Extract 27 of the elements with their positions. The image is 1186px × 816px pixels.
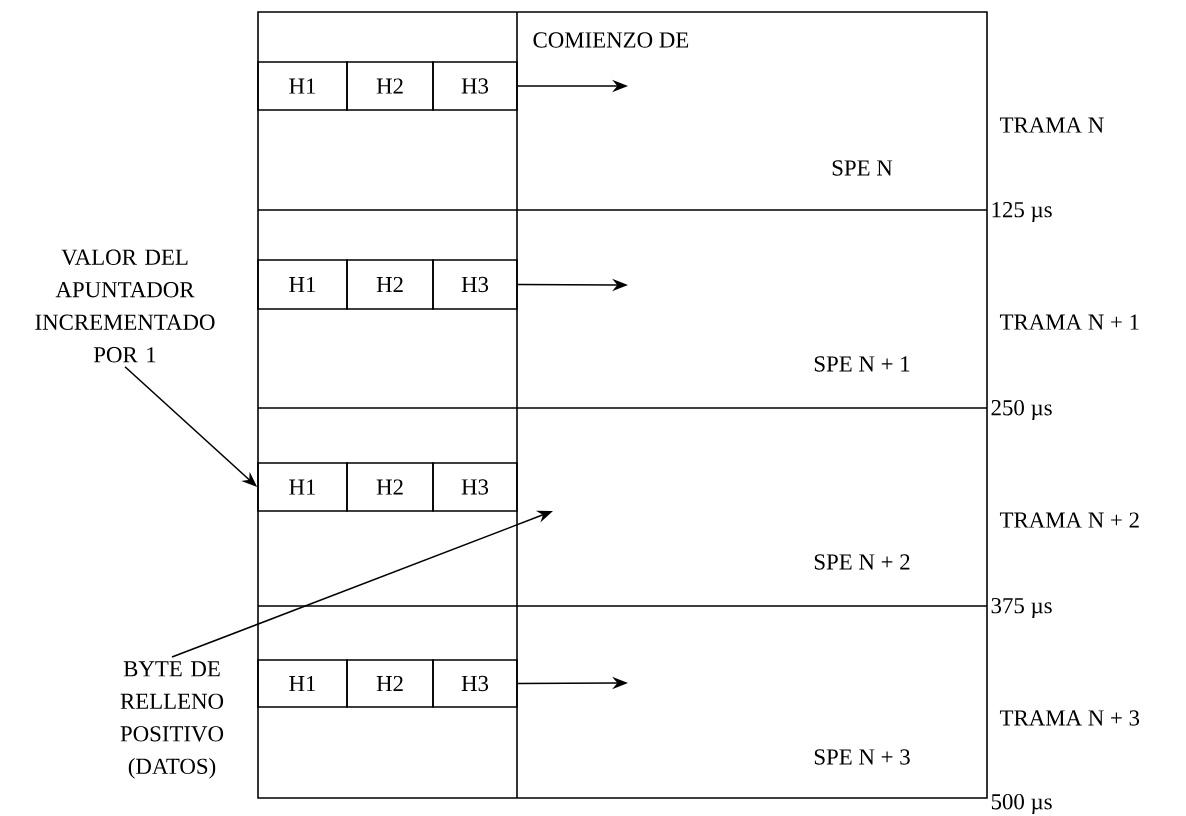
time-mark: 500 µs [991, 793, 1052, 814]
header-cell: H2 [346, 659, 434, 708]
header-cell: H3 [432, 659, 518, 708]
payload-label: SPE N [832, 160, 893, 176]
header-cell: H1 [257, 462, 348, 512]
frame-label: TRAMA N + 3 [999, 710, 1140, 726]
time-mark: 375 µs [991, 598, 1052, 618]
header-cell: H3 [432, 259, 518, 310]
header-cell: H1 [257, 259, 348, 310]
frame-label: TRAMA N + 2 [999, 512, 1139, 528]
payload-label: SPE N + 2 [814, 554, 910, 570]
time-mark: 250 µs [991, 399, 1052, 420]
header-cell: H2 [346, 61, 434, 111]
caption-text: COMIENZO DE [533, 32, 689, 48]
header-cell: H1 [257, 659, 348, 708]
header-cell: H3 [432, 462, 518, 512]
payload-label: SPE N + 1 [814, 356, 910, 372]
header-cell: H2 [346, 462, 434, 512]
frame-label: TRAMA N [999, 117, 1104, 133]
payload-label: SPE N + 3 [814, 749, 910, 765]
annotation-text: VALOR DEL APUNTADOR INCREMENTADO POR 1 [35, 249, 215, 363]
frame-label: TRAMA N + 1 [999, 314, 1139, 330]
header-cell: H1 [257, 61, 348, 111]
time-mark: 125 µs [992, 202, 1052, 222]
header-cell: H3 [432, 61, 518, 111]
annotation-text: BYTE DE RELLENO POSITIVO (DATOS) [120, 661, 224, 779]
header-cell: H2 [346, 259, 434, 310]
